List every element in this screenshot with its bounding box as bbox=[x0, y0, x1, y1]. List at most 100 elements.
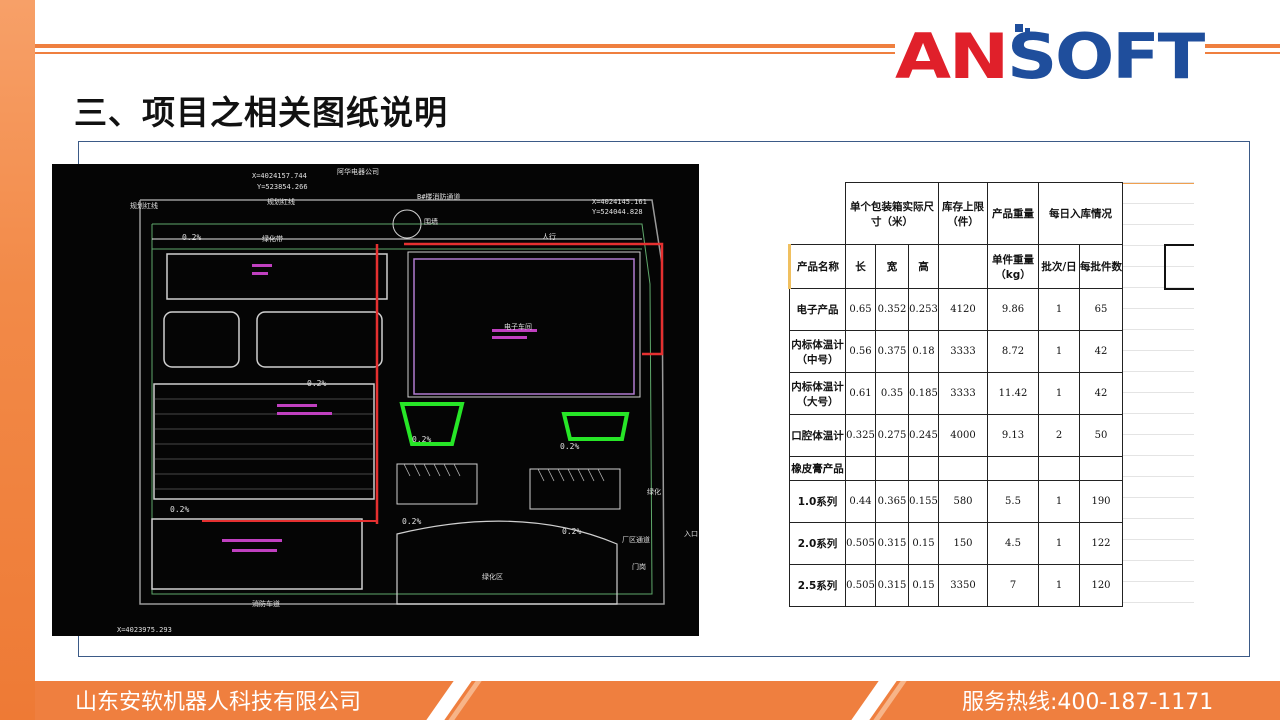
subheader-cell: 产品名称 bbox=[788, 244, 846, 289]
cad-label: X=4024157.744 bbox=[252, 172, 307, 180]
svg-text:SOFT: SOFT bbox=[1007, 22, 1205, 82]
subheader-cell: 每批件数 bbox=[1079, 244, 1123, 289]
cell: 42 bbox=[1079, 372, 1123, 415]
cell: 1 bbox=[1038, 330, 1080, 373]
cell: 2 bbox=[1038, 414, 1080, 457]
cell: 1 bbox=[1038, 372, 1080, 415]
cell bbox=[1038, 456, 1080, 481]
cell: 0.325 bbox=[845, 414, 876, 457]
cell: 8.72 bbox=[987, 330, 1039, 373]
svg-text:AN: AN bbox=[895, 22, 1007, 82]
ansoft-logo: AN SOFT bbox=[895, 22, 1205, 82]
cad-grade: 0.2% bbox=[412, 435, 431, 444]
cell: 0.56 bbox=[845, 330, 876, 373]
cell: 4.5 bbox=[987, 522, 1039, 565]
cad-label: 消防车道 bbox=[252, 599, 280, 608]
product-name: 内标体温计（中号） bbox=[789, 330, 846, 373]
cad-grade: 0.2% bbox=[560, 442, 579, 451]
cad-label: 厂区通道 bbox=[622, 535, 650, 544]
cell: 190 bbox=[1079, 480, 1123, 523]
cad-label: 电子车间 bbox=[504, 322, 532, 331]
cell: 0.315 bbox=[875, 564, 909, 607]
product-table: 单个包装箱实际尺寸（米） 库存上限（件） 产品重量 每日入库情况 产品名称 长 … bbox=[788, 182, 1123, 607]
cell: 65 bbox=[1079, 288, 1123, 331]
subheader-cell: 批次/日 bbox=[1038, 244, 1080, 289]
cell: 3333 bbox=[938, 330, 988, 373]
cad-label: 阿华电器公司 bbox=[337, 167, 379, 176]
cell bbox=[875, 456, 909, 481]
cell bbox=[1079, 456, 1123, 481]
header-size: 单个包装箱实际尺寸（米） bbox=[845, 182, 939, 245]
cell: 0.65 bbox=[845, 288, 876, 331]
cell: 0.505 bbox=[845, 522, 876, 565]
cad-label: 绿化带 bbox=[262, 234, 283, 243]
cell: 1 bbox=[1038, 288, 1080, 331]
table-row: 1.0系列 0.44 0.365 0.155 580 5.5 1 190 bbox=[789, 480, 1123, 523]
cell: 0.18 bbox=[908, 330, 939, 373]
empty-cell bbox=[789, 182, 846, 245]
cell: 0.505 bbox=[845, 564, 876, 607]
subheader-cell: 宽 bbox=[875, 244, 909, 289]
product-name: 2.5系列 bbox=[789, 564, 846, 607]
cad-label: 绿化 bbox=[647, 487, 661, 496]
cad-label: 门岗 bbox=[632, 562, 646, 571]
cell bbox=[987, 456, 1039, 481]
cell: 4000 bbox=[938, 414, 988, 457]
product-name: 电子产品 bbox=[789, 288, 846, 331]
left-accent-bar bbox=[0, 0, 35, 720]
cell: 4120 bbox=[938, 288, 988, 331]
cell: 9.13 bbox=[987, 414, 1039, 457]
subheader-cell bbox=[938, 244, 988, 289]
page-title: 三、项目之相关图纸说明 bbox=[74, 93, 448, 132]
cell: 0.44 bbox=[845, 480, 876, 523]
table-row: 橡皮膏产品 bbox=[789, 456, 1123, 481]
cad-site-plan: X=4024157.744 Y=523854.266 X=4024145.161… bbox=[52, 164, 699, 636]
selected-cell bbox=[1164, 244, 1194, 290]
header-rule-thin bbox=[35, 52, 895, 54]
cell: 580 bbox=[938, 480, 988, 523]
cell: 9.86 bbox=[987, 288, 1039, 331]
cell: 1 bbox=[1038, 480, 1080, 523]
cell: 0.375 bbox=[875, 330, 909, 373]
cell: 7 bbox=[987, 564, 1039, 607]
product-name: 2.0系列 bbox=[789, 522, 846, 565]
cad-label: Y=523854.266 bbox=[257, 183, 308, 191]
spreadsheet-image: 单个包装箱实际尺寸（米） 库存上限（件） 产品重量 每日入库情况 产品名称 长 … bbox=[788, 182, 1194, 622]
cell bbox=[908, 456, 939, 481]
table-row: 内标体温计（大号） 0.61 0.35 0.185 3333 11.42 1 4… bbox=[789, 372, 1123, 415]
header-stock: 库存上限（件） bbox=[938, 182, 988, 245]
cell: 1 bbox=[1038, 564, 1080, 607]
cad-grade: 0.2% bbox=[170, 505, 189, 514]
cad-grade: 0.2% bbox=[307, 379, 326, 388]
cell: 5.5 bbox=[987, 480, 1039, 523]
sheet-grid bbox=[1122, 182, 1194, 622]
cad-label: X=4023975.293 bbox=[117, 626, 172, 634]
cell: 0.315 bbox=[875, 522, 909, 565]
header-row: 单个包装箱实际尺寸（米） 库存上限（件） 产品重量 每日入库情况 bbox=[789, 182, 1123, 245]
subheader-cell: 单件重量（kg） bbox=[987, 244, 1039, 289]
cad-grade: 0.2% bbox=[562, 527, 581, 536]
table-row: 口腔体温计 0.325 0.275 0.245 4000 9.13 2 50 bbox=[789, 414, 1123, 457]
cad-label: 规划红线 bbox=[130, 201, 158, 210]
cell: 0.15 bbox=[908, 522, 939, 565]
cell: 150 bbox=[938, 522, 988, 565]
product-name: 橡皮膏产品 bbox=[789, 456, 846, 481]
cad-grade: 0.2% bbox=[402, 517, 421, 526]
cell: 50 bbox=[1079, 414, 1123, 457]
header-rule-thin-right bbox=[1205, 52, 1280, 54]
cell: 0.155 bbox=[908, 480, 939, 523]
table-row: 内标体温计（中号） 0.56 0.375 0.18 3333 8.72 1 42 bbox=[789, 330, 1123, 373]
cell bbox=[845, 456, 876, 481]
cad-label: X=4024145.161 bbox=[592, 198, 647, 206]
cad-label: 围墙 bbox=[424, 217, 438, 226]
cell: 0.245 bbox=[908, 414, 939, 457]
header-weight: 产品重量 bbox=[987, 182, 1039, 245]
cad-grade: 0.2% bbox=[182, 233, 201, 242]
cad-label: 规划红线 bbox=[267, 197, 295, 206]
header-daily: 每日入库情况 bbox=[1038, 182, 1123, 245]
subheader-cell: 长 bbox=[845, 244, 876, 289]
cad-label: Y=524044.828 bbox=[592, 208, 643, 216]
product-name: 内标体温计（大号） bbox=[789, 372, 846, 415]
table-row: 2.0系列 0.505 0.315 0.15 150 4.5 1 122 bbox=[789, 522, 1123, 565]
cell: 11.42 bbox=[987, 372, 1039, 415]
